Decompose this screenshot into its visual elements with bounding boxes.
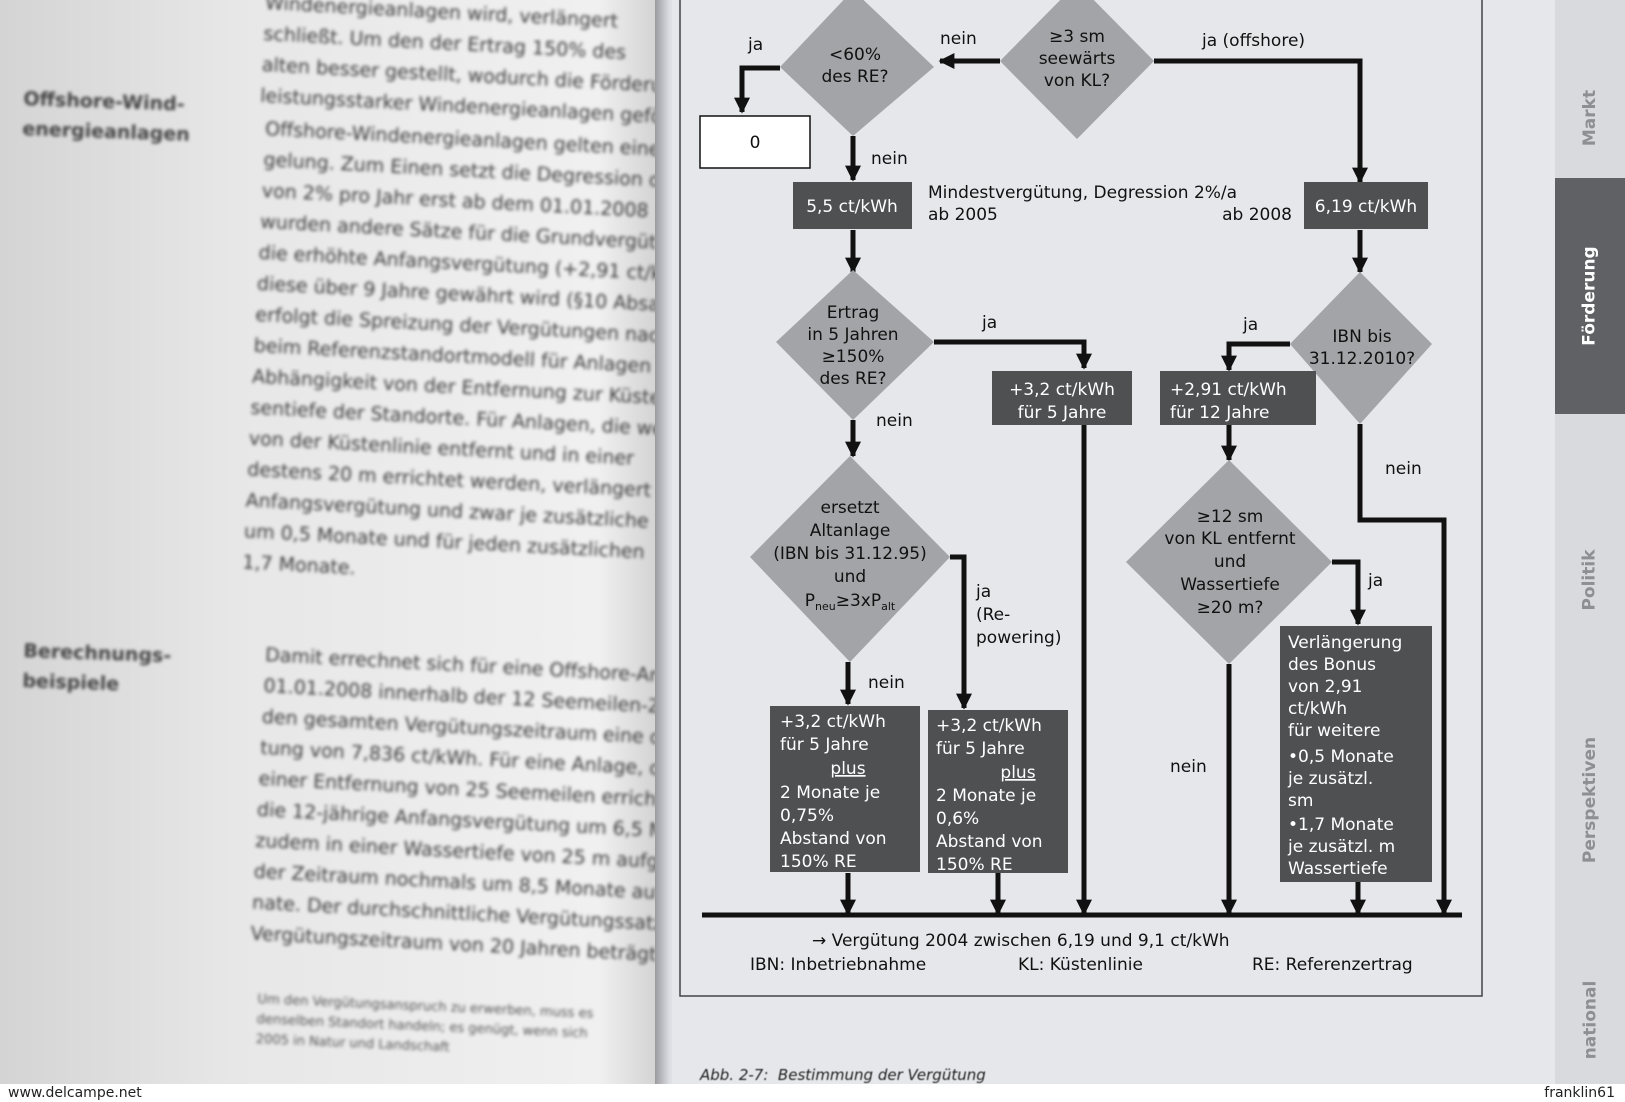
label-ja-ibn: ja	[1242, 315, 1258, 335]
heading-berechnungsbeispiele: Berechnungs- beispiele	[22, 639, 172, 696]
box-zero	[699, 115, 811, 169]
diamond-ertrag	[776, 270, 934, 420]
left-book-page: Windenergieanlagen wird, verlängert schl…	[0, 0, 665, 1102]
text-altanlage-formula: Pneu≥3xPalt	[805, 591, 896, 613]
label-ja-top: ja	[747, 35, 763, 55]
left-body-examples: Damit errechnet sich für eine Offshore-A…	[250, 643, 665, 966]
arrow-ibn-ja	[1220, 341, 1290, 372]
text-619: 6,19 ct/kWh	[1315, 197, 1417, 217]
watermark-right: franklin61	[1544, 1085, 1615, 1101]
arrow-lt60-ja	[733, 65, 780, 114]
box-mid-bottom	[928, 710, 1068, 873]
tab-politik: Politik	[1580, 549, 1600, 611]
box-left-bottom	[770, 706, 920, 872]
diamond-altanlage	[750, 456, 950, 662]
box-32-5jahre	[992, 371, 1132, 425]
box-verlaengerung	[1280, 626, 1432, 882]
label-nein-top: nein	[940, 29, 977, 49]
label-ja-offshore: ja (offshore)	[1201, 31, 1305, 51]
diagram-frame	[679, 0, 1483, 997]
label-nein-altanlage: nein	[868, 673, 905, 693]
text-verlaengerung: Verlängerung des Bonus von 2,91 ct/kWh f…	[1287, 633, 1408, 879]
connector-lines	[733, 52, 1453, 916]
legend-ibn: IBN: Inbetriebnahme	[750, 955, 926, 975]
left-body-offshore: Offshore-Windenergieanlagen gelten eine …	[241, 117, 665, 580]
box-619	[1304, 182, 1428, 229]
text-zero: 0	[750, 133, 761, 153]
text-mindest-2b: ab 2008	[1222, 205, 1292, 225]
text-left-bottom: +3,2 ct/kWh für 5 Jahre	[780, 712, 891, 755]
text-mid-bottom: +3,2 ct/kWh für 5 Jahre	[936, 716, 1047, 759]
legend-kl: KL: Küstenlinie	[1018, 955, 1143, 975]
label-ja-12sm: ja	[1367, 571, 1383, 591]
left-page-text: Windenergieanlagen wird, verlängert schl…	[0, 0, 665, 1102]
text-mid-plus: plus	[1000, 763, 1035, 783]
left-body-top: Windenergieanlagen wird, verlängert schl…	[259, 0, 665, 131]
text-left-bottom-tail: 2 Monate je 0,75% Abstand von 150% RE	[780, 783, 892, 872]
arrow-ertrag-ja	[934, 339, 1093, 370]
diamond-seewaerts	[1000, 0, 1154, 139]
legend-re: RE: Referenzertrag	[1252, 955, 1413, 975]
label-nein-ibn: nein	[1385, 459, 1422, 479]
chapter-tabs: Markt Förderung Politik Perspektiven nat…	[1555, 0, 1625, 1102]
arrow-ibn-nein	[1357, 424, 1453, 916]
heading-offshore: Offshore-Wind- energieanlagen	[22, 87, 191, 146]
arrow-12sm-ja	[1332, 559, 1367, 626]
tab-perspektiven: Perspektiven	[1580, 736, 1601, 864]
arrow-seewaerts-ja	[1154, 58, 1369, 184]
text-left-plus: plus	[830, 759, 865, 779]
label-ja-repowering: ja(Re-powering)	[975, 582, 1061, 648]
tab-markt: Markt	[1580, 89, 1600, 146]
label-ja-ertrag: ja	[981, 313, 997, 333]
figure-caption: Abb. 2-7: Bestimmung der Vergütung	[700, 1066, 986, 1084]
watermark-bar: www.delcampe.net franklin61	[0, 1084, 1625, 1102]
legend-result: → Vergütung 2004 zwischen 6,19 und 9,1 c…	[812, 931, 1230, 951]
text-lt60: <60%des RE?	[821, 45, 888, 87]
diamond-lt60	[780, 0, 934, 136]
text-mindest-2a: ab 2005	[928, 205, 998, 225]
label-nein-ertrag: nein	[876, 411, 913, 431]
diamond-12sm	[1126, 460, 1332, 664]
box-55	[793, 182, 912, 229]
diamond-ibn2010	[1290, 272, 1432, 424]
box-291-12jahre	[1160, 371, 1316, 425]
watermark-left: www.delcampe.net	[8, 1085, 142, 1101]
tab-national: national	[1580, 980, 1601, 1060]
text-55: 5,5 ct/kWh	[806, 197, 898, 217]
arrow-altanlage-ja	[950, 554, 973, 710]
label-nein-lt60: nein	[871, 149, 908, 169]
text-mid-bottom-tail: 2 Monate je 0,6% Abstand von 150% RE	[936, 786, 1048, 875]
tab-foerderung: Förderung	[1555, 178, 1625, 414]
text-mindest-1: Mindestvergütung, Degression 2%/a	[928, 183, 1237, 203]
left-footnote: Um den Vergütungsanspruch zu erwerben, m…	[255, 991, 594, 1056]
label-nein-12sm: nein	[1170, 757, 1207, 777]
